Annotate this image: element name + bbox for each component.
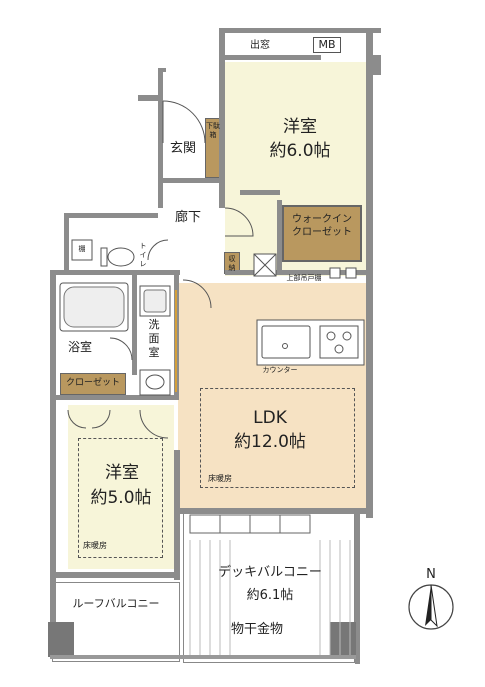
wall [366,28,373,518]
wall [219,28,381,33]
wall [158,68,166,72]
wall [219,28,225,208]
toilet-label: トイレ [139,242,147,268]
deck-balcony [183,513,355,663]
compass-north-label: N [426,567,436,582]
wall [50,270,180,275]
wall [355,514,360,664]
room2-floor-heating-label: 床暖房 [83,541,107,550]
western-room-2 [68,405,174,569]
wall [132,275,137,375]
wall [158,68,163,208]
western-room-1-size: 約6.0帖 [269,141,331,161]
shoe-box-label: 下駄箱 [206,122,220,139]
wall [240,190,280,195]
mb-label: MB [313,37,341,53]
room2-floor-heating-zone [78,438,163,558]
deck-balcony-name: デッキバルコニー [218,565,322,580]
wall-pillar [330,622,356,657]
wall [277,200,282,275]
bay-window-label: 出窓 [250,40,270,51]
wall [64,213,69,275]
walk-in-closet [282,205,362,262]
wall [56,395,179,400]
wall [225,55,321,60]
western-room-2-size: 約5.0帖 [90,488,152,508]
roof-balcony-label: ルーフバルコニー [72,597,160,610]
ldk-floor-heating-label: 床暖房 [208,474,232,483]
wall [50,655,356,659]
wall [174,450,180,580]
wall [64,213,158,218]
storage-label: 収納 [228,255,236,272]
western-room-1-name: 洋室 [283,117,317,137]
shelf-label: 棚 [78,245,86,253]
counter-label: カウンター [262,366,298,374]
wall [158,178,219,183]
wall [373,55,381,75]
upper-cabinet-label: 上部吊戸棚 [286,274,322,282]
bathroom-label: 浴室 [67,340,92,354]
closet [60,373,126,395]
ldk-size: 約12.0帖 [234,432,306,452]
drying-hardware-label: 物干金物 [230,622,283,637]
closet-label: クローゼット [65,378,120,388]
deck-balcony-size: 約6.1帖 [246,588,294,603]
walk-in-closet-label: ウォークイン クローゼット [292,214,352,238]
ldk-name: LDK [253,408,287,428]
western-room-2-name: 洋室 [105,463,139,483]
wall [178,508,373,514]
wall [138,95,163,101]
wall [50,270,56,645]
entrance-label: 玄関 [169,141,196,156]
ldk-floor-heating-zone [200,388,355,488]
wall [56,572,180,578]
washroom-label: 洗面室 [148,318,160,359]
hallway-label: 廊下 [174,210,201,225]
wall [225,270,366,275]
wall-pillar [48,622,74,657]
